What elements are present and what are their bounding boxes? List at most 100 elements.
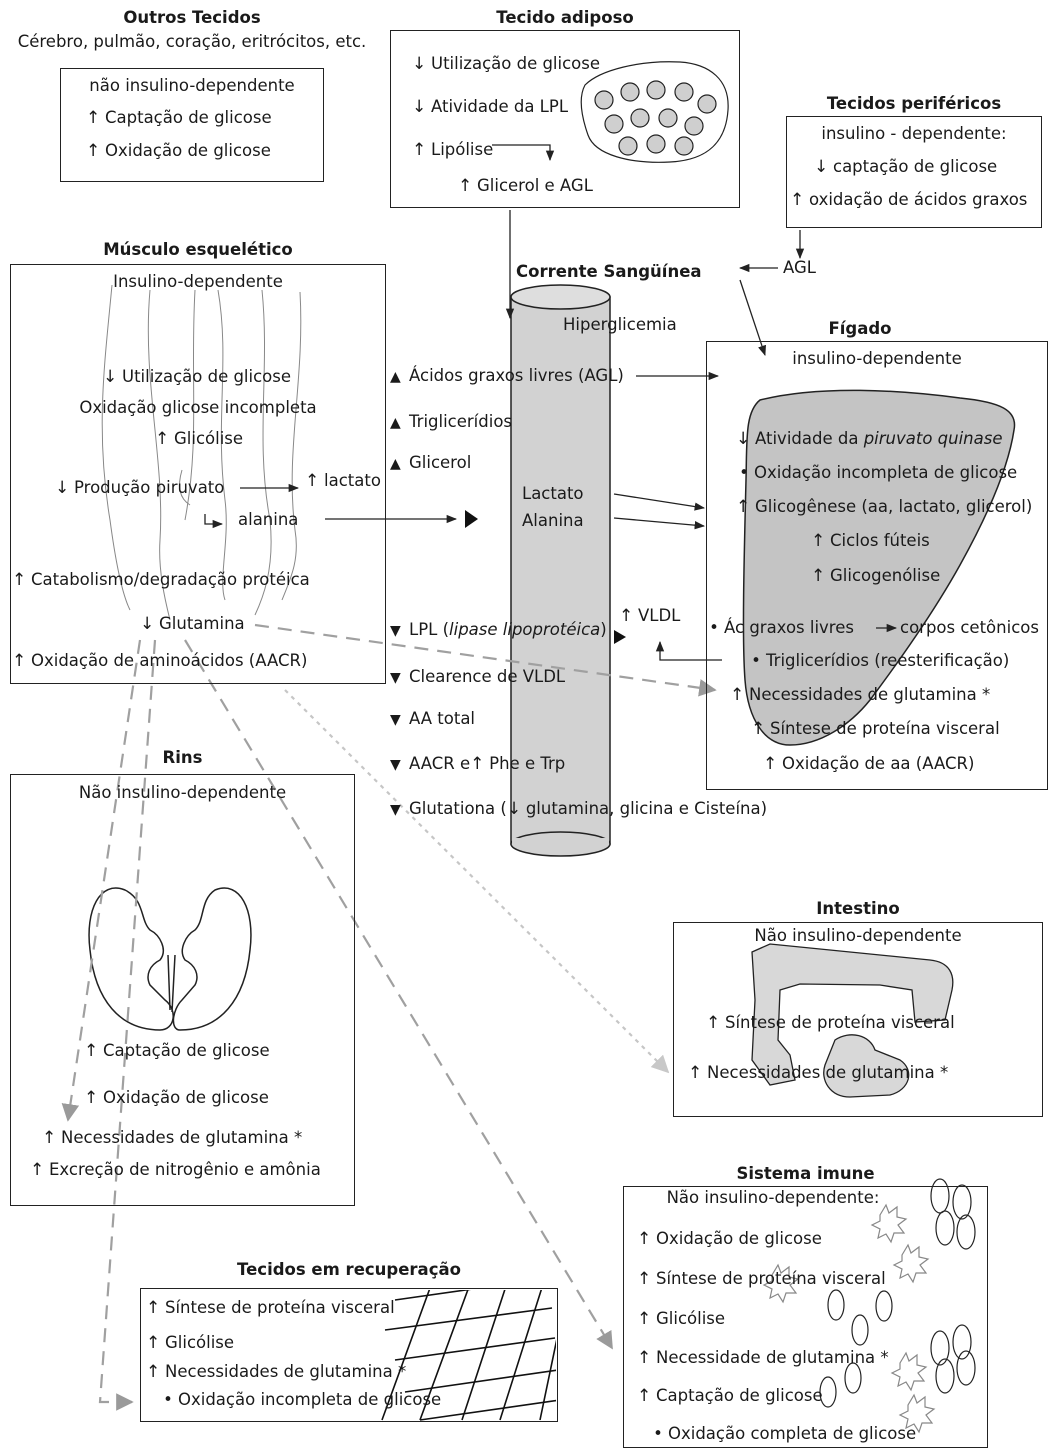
recuperacao-item-4: •Oxidação incompleta de glicose bbox=[163, 1390, 442, 1409]
perifericos-item-2: ↑oxidação de ácidos graxos bbox=[790, 190, 1028, 210]
bullet-icon: • bbox=[163, 1390, 173, 1409]
outros-subtitle: Cérebro, pulmão, coração, eritrócitos, e… bbox=[17, 32, 367, 51]
corrente-clearence: ▼Clearence de VLDL bbox=[390, 667, 566, 686]
bullet-icon: • bbox=[709, 618, 719, 637]
imune-item-4: ↑Necessidade de glutamina * bbox=[637, 1348, 889, 1368]
rins-item-3: ↑Necessidades de glutamina * bbox=[42, 1128, 303, 1148]
figado-item-4: ↑Ciclos fúteis bbox=[811, 531, 930, 551]
up-arrow-icon: ↑ bbox=[86, 108, 101, 128]
imune-item-1: ↑Oxidação de glicose bbox=[637, 1229, 822, 1249]
figado-item-8: ↑Necessidades de glutamina * bbox=[730, 685, 991, 705]
imune-item-3: ↑Glicólise bbox=[637, 1309, 726, 1329]
imune-header: Não insulino-dependente: bbox=[666, 1188, 880, 1207]
down-arrow-icon: ↓ bbox=[412, 54, 427, 74]
lpl-arrowhead bbox=[614, 630, 626, 644]
up-arrow-icon: ↑ bbox=[470, 754, 485, 774]
down-arrow-icon: ↓ bbox=[412, 97, 427, 117]
rins-item-1: ↑Captação de glicose bbox=[84, 1041, 270, 1061]
liver-shape bbox=[742, 389, 1016, 746]
recuperacao-item-3: ↑Necessidades de glutamina * bbox=[146, 1362, 407, 1382]
musculo-item-2: Oxidação glicose incompleta bbox=[79, 398, 317, 417]
up-arrow-icon: ↑ bbox=[146, 1298, 161, 1318]
figado-item-7: •Triglicerídios (reesterificação) bbox=[751, 651, 1010, 670]
up-arrow-icon: ↑ bbox=[86, 141, 101, 161]
glutamine-dashed-connectors bbox=[61, 623, 717, 1411]
musculo-title: Músculo esquelético bbox=[103, 240, 293, 259]
intestino-item-2: ↑Necessidades de glutamina * bbox=[688, 1063, 949, 1083]
up-arrow-icon: ↑ bbox=[619, 606, 634, 626]
figado-item-3: ↑Glicogênese (aa, lactato, glicerol) bbox=[736, 497, 1033, 517]
musculo-lactato: ↑lactato bbox=[305, 471, 381, 491]
up-arrow-icon: ↑ bbox=[811, 566, 826, 586]
perifericos-agl: AGL bbox=[783, 258, 816, 277]
bullet-icon: • bbox=[751, 651, 761, 670]
down-arrow-icon: ↓ bbox=[103, 367, 118, 387]
outros-item-1: ↑Captação de glicose bbox=[86, 108, 272, 128]
up-arrow-icon: ↑ bbox=[305, 471, 320, 491]
up-arrow-icon: ↑ bbox=[637, 1309, 652, 1329]
corrente-agl: ▲Ácidos graxos livres (AGL) bbox=[390, 366, 624, 385]
rins-header: Não insulino-dependente bbox=[78, 783, 287, 802]
outros-tecidos-box bbox=[60, 68, 324, 182]
figado-title: Fígado bbox=[828, 319, 892, 338]
recovery-tissue-grid bbox=[381, 1290, 556, 1421]
outros-item-2: ↑Oxidação de glicose bbox=[86, 141, 271, 161]
triangle-down-icon: ▼ bbox=[390, 802, 401, 818]
corrente-vldl: ↑VLDL bbox=[619, 606, 681, 626]
alanina-arrowhead bbox=[465, 510, 478, 528]
musculo-item-1: ↓Utilização de glicose bbox=[103, 367, 292, 387]
rins-title: Rins bbox=[162, 748, 203, 767]
up-arrow-icon: ↑ bbox=[155, 429, 170, 449]
musculo-header: Insulino-dependente bbox=[113, 272, 283, 291]
corrente-alanina: Alanina bbox=[522, 511, 584, 530]
up-arrow-icon: ↑ bbox=[30, 1160, 45, 1180]
figado-header: insulino-dependente bbox=[792, 349, 962, 368]
up-arrow-icon: ↑ bbox=[763, 754, 778, 774]
up-arrow-icon: ↑ bbox=[84, 1088, 99, 1108]
muscle-fibers bbox=[101, 284, 302, 621]
up-arrow-icon: ↑ bbox=[146, 1333, 161, 1353]
musculo-glutamina: ↓Glutamina bbox=[140, 614, 245, 634]
intestino-title: Intestino bbox=[816, 899, 900, 918]
corrente-hiper: Hiperglicemia bbox=[563, 315, 677, 334]
adipose-cells-illustration bbox=[580, 61, 729, 163]
up-arrow-icon: ↑ bbox=[42, 1128, 57, 1148]
perifericos-title: Tecidos periféricos bbox=[826, 94, 1002, 113]
corrente-glutationa: ▼Glutationa (↓glutamina, glicina e Ciste… bbox=[390, 799, 768, 819]
outros-header: não insulino-dependente bbox=[89, 76, 295, 95]
up-arrow-icon: ↑ bbox=[751, 719, 766, 739]
figado-box bbox=[706, 341, 1048, 790]
imune-title: Sistema imune bbox=[736, 1164, 875, 1183]
musculo-alanina: alanina bbox=[238, 510, 299, 529]
adiposo-item-1: ↓Utilização de glicose bbox=[412, 54, 601, 74]
triangle-down-icon: ▼ bbox=[390, 623, 401, 639]
adiposo-item-3: ↑Lipólise bbox=[412, 140, 494, 160]
immune-cells-illustration bbox=[762, 1178, 976, 1434]
intestino-item-1: ↑Síntese de proteína visceral bbox=[706, 1013, 955, 1033]
musculo-esqueletico-box bbox=[10, 264, 386, 684]
up-arrow-icon: ↑ bbox=[12, 651, 27, 671]
up-arrow-icon: ↑ bbox=[688, 1063, 703, 1083]
rins-box bbox=[10, 774, 355, 1206]
rins-item-4: ↑Excreção de nitrogênio e amônia bbox=[30, 1160, 321, 1180]
tecido-adiposo-box bbox=[390, 30, 740, 208]
up-arrow-icon: ↑ bbox=[637, 1386, 652, 1406]
musculo-item-6: ↑Oxidação de aminoácidos (AACR) bbox=[12, 651, 308, 671]
perifericos-header: insulino - dependente: bbox=[821, 124, 1007, 143]
triangle-down-icon: ▼ bbox=[390, 712, 401, 728]
adiposo-title: Tecido adiposo bbox=[496, 8, 634, 27]
recuperacao-title: Tecidos em recuperação bbox=[237, 1260, 461, 1279]
up-arrow-icon: ↑ bbox=[790, 190, 805, 210]
up-arrow-icon: ↑ bbox=[730, 685, 745, 705]
up-arrow-icon: ↑ bbox=[637, 1348, 652, 1368]
down-arrow-icon: ↓ bbox=[55, 478, 70, 498]
outros-title: Outros Tecidos bbox=[123, 8, 261, 27]
figado-item-1: ↓Atividade da piruvato quinase bbox=[736, 429, 1003, 449]
recuperacao-item-2: ↑Glicólise bbox=[146, 1333, 235, 1353]
corrente-trig: ▲Triglicerídios bbox=[390, 412, 513, 431]
down-arrow-icon: ↓ bbox=[140, 614, 155, 634]
figado-item-2: •Oxidação incompleta de glicose bbox=[739, 463, 1018, 482]
musculo-item-4: ↓Produção piruvato bbox=[55, 478, 225, 498]
